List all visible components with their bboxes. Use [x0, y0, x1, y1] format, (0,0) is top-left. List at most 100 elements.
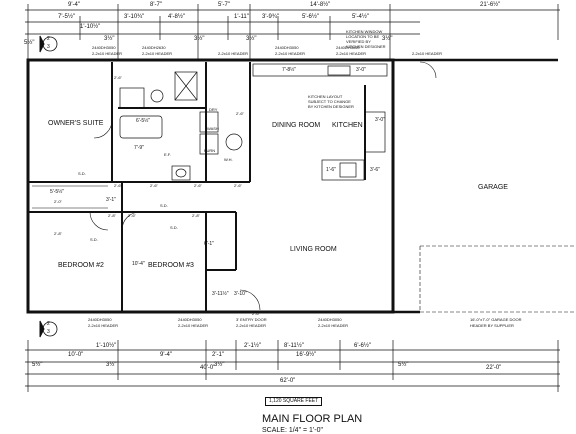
top-header-6: 2-2x10 HEADER: [412, 51, 443, 56]
smoke-detector-3: S.D.: [170, 225, 178, 230]
dim-top2-4: 1'-11": [234, 14, 249, 20]
dim-bot-6: 8'-11½": [284, 343, 304, 349]
dim-top2-2: 3'-10¾": [124, 14, 145, 20]
dim-int-13: 3'-0": [375, 117, 385, 123]
bottom-window-1: 2440DH3050: [88, 317, 112, 322]
dim-top-2: 8'-7": [150, 2, 162, 8]
top-window-2: 2440DH2630: [142, 45, 166, 50]
dim-bot-1: 10'-0": [68, 352, 84, 358]
kitchen-layout-note-1: KITCHEN LAYOUT: [308, 94, 343, 99]
bottom-header-4: 2-2x10 HEADER: [318, 323, 349, 328]
entry-door-header: 2-2x10 HEADER: [236, 323, 267, 328]
smoke-detector-1: S.D.: [78, 171, 86, 176]
top-header-2: 2-2x10 HEADER: [142, 51, 173, 56]
dim-bot2-1: 5½": [32, 362, 43, 368]
dim-bot2-5: 5½": [398, 362, 409, 368]
dim-int-2: 3'-0": [356, 67, 366, 73]
garage-door-note: 16'-0"x7'-0" GARAGE DOOR: [470, 317, 522, 322]
bottom-window-4: 2440DH3050: [318, 317, 342, 322]
dim-bot2-3: 3½": [214, 362, 225, 368]
door-size-12: 2'-6": [236, 111, 244, 116]
smoke-detector-4: S.D.: [160, 203, 168, 208]
kitchen-window-note-3: VERIFIED BY: [346, 39, 371, 44]
kitchen-window-note-4: KITCHEN DESIGNER: [346, 44, 386, 49]
room-bedroom-2: BEDROOM #2: [58, 262, 104, 269]
room-dining: DINING ROOM: [272, 122, 321, 129]
door-size-5: 2'-6": [234, 183, 242, 188]
door-size-6: 2'-6": [128, 213, 136, 218]
dim-bot3-2: 22'-0": [486, 365, 502, 371]
dim-top2-7: 5'-4½": [352, 14, 369, 20]
top-header-1: 2-2x10 HEADER: [92, 51, 123, 56]
room-garage: GARAGE: [478, 184, 508, 191]
bottom-window-2: 2440DH3050: [178, 317, 202, 322]
furnace-label: FURN: [204, 148, 216, 153]
dim-top-1: 9'-4": [68, 2, 80, 8]
dim-top2-5: 3'-9¾": [262, 14, 279, 20]
top-window-5: 2440DH3050: [336, 45, 360, 50]
dim-int-12: 3'-6": [370, 167, 380, 173]
door-size-1: 2'-6": [114, 75, 122, 80]
dim-bot-4: 2'-1": [212, 352, 224, 358]
dim-int-6: 3'-1": [106, 197, 116, 203]
section-marker-bottom-num: 2: [47, 321, 50, 327]
section-marker-bottom-sheet: 3: [47, 329, 50, 335]
dim-bot-7: 6'-6½": [354, 343, 371, 349]
room-bedroom-3: BEDROOM #3: [148, 262, 194, 269]
dim-top2-3: 4'-8½": [168, 14, 185, 20]
kitchen-window-note-2: LOCATION TO BE: [346, 34, 380, 39]
water-heater-label: W.H.: [224, 157, 233, 162]
dim-top3-4: 3½": [246, 36, 257, 42]
dim-top-5: 21'-6½": [480, 2, 501, 8]
door-size-8: 2'-8": [108, 213, 116, 218]
smoke-detector-2: S.D.: [90, 237, 98, 242]
dim-int-7: 10'-4": [132, 261, 145, 267]
dim-int-11: 1'-6": [326, 167, 336, 173]
dim-bot-5: 2'-1½": [244, 343, 261, 349]
dim-top3-3: 3½": [194, 36, 205, 42]
door-size-2: 2'-6": [114, 183, 122, 188]
room-owners-suite: OWNER'S SUITE: [48, 120, 104, 127]
kitchen-layout-note-2: SUBJECT TO CHANGE: [308, 99, 351, 104]
bottom-header-2: 2-2x10 HEADER: [178, 323, 209, 328]
top-header-3: 2-2x10 HEADER: [218, 51, 249, 56]
dim-int-4: 5'-5½": [50, 189, 65, 195]
door-size-7: 2'-8": [192, 213, 200, 218]
dim-int-9: 3'-11½": [212, 291, 229, 297]
dim-top2-1: 7'-5½": [58, 14, 75, 20]
dim-top3-1: 1'-10½": [80, 24, 101, 30]
door-size-10: 2'-0": [54, 199, 62, 204]
dim-top3-2: 3½": [104, 36, 115, 42]
plan-title: MAIN FLOOR PLAN: [262, 413, 363, 425]
dryer-label: DRY: [209, 107, 218, 112]
kitchen-window-note-1: KITCHEN WINDOW: [346, 29, 383, 34]
kitchen-layout-note-3: BY KITCHEN DESIGNER: [308, 104, 354, 109]
bottom-header-1: 2-2x10 HEADER: [88, 323, 119, 328]
dim-bot2-4: 16'-9½": [296, 352, 317, 358]
exhaust-fan-label: E.F.: [164, 152, 171, 157]
section-marker-top-sheet: 3: [47, 44, 50, 50]
dim-int-1: 7'-8½": [282, 67, 297, 73]
door-size-11: 2'-6": [252, 311, 260, 316]
entry-door-note: 3' ENTRY DOOR: [236, 317, 267, 322]
dim-overall: 62'-0": [280, 378, 296, 384]
top-window-4: 2440DH3050: [275, 45, 299, 50]
dim-top-3: 5'-7": [218, 2, 230, 8]
dim-bot3-1: 40'-0": [200, 365, 216, 371]
garage-door-header: HEADER BY SUPPLIER: [470, 323, 514, 328]
dim-top2-6: 5'-6½": [302, 14, 319, 20]
dim-int-5: 7'-9": [134, 145, 144, 151]
section-marker-top-num: 2: [47, 36, 50, 42]
dim-top3-5: 3½": [382, 36, 393, 42]
dim-int-8: 6'-1": [204, 241, 214, 247]
top-window-1: 2440DH3050: [92, 45, 116, 50]
dim-int-3: 6'-5½": [136, 118, 151, 124]
washer-label: WASH: [207, 126, 219, 131]
dim-top3-6: 5½": [24, 40, 35, 46]
room-kitchen: KITCHEN: [332, 122, 363, 129]
plan-scale: SCALE: 1/4" = 1'-0": [262, 427, 323, 434]
dim-bot2-2: 3½": [106, 362, 117, 368]
dim-top-4: 14'-8½": [310, 2, 331, 8]
door-size-9: 2'-8": [54, 231, 62, 236]
